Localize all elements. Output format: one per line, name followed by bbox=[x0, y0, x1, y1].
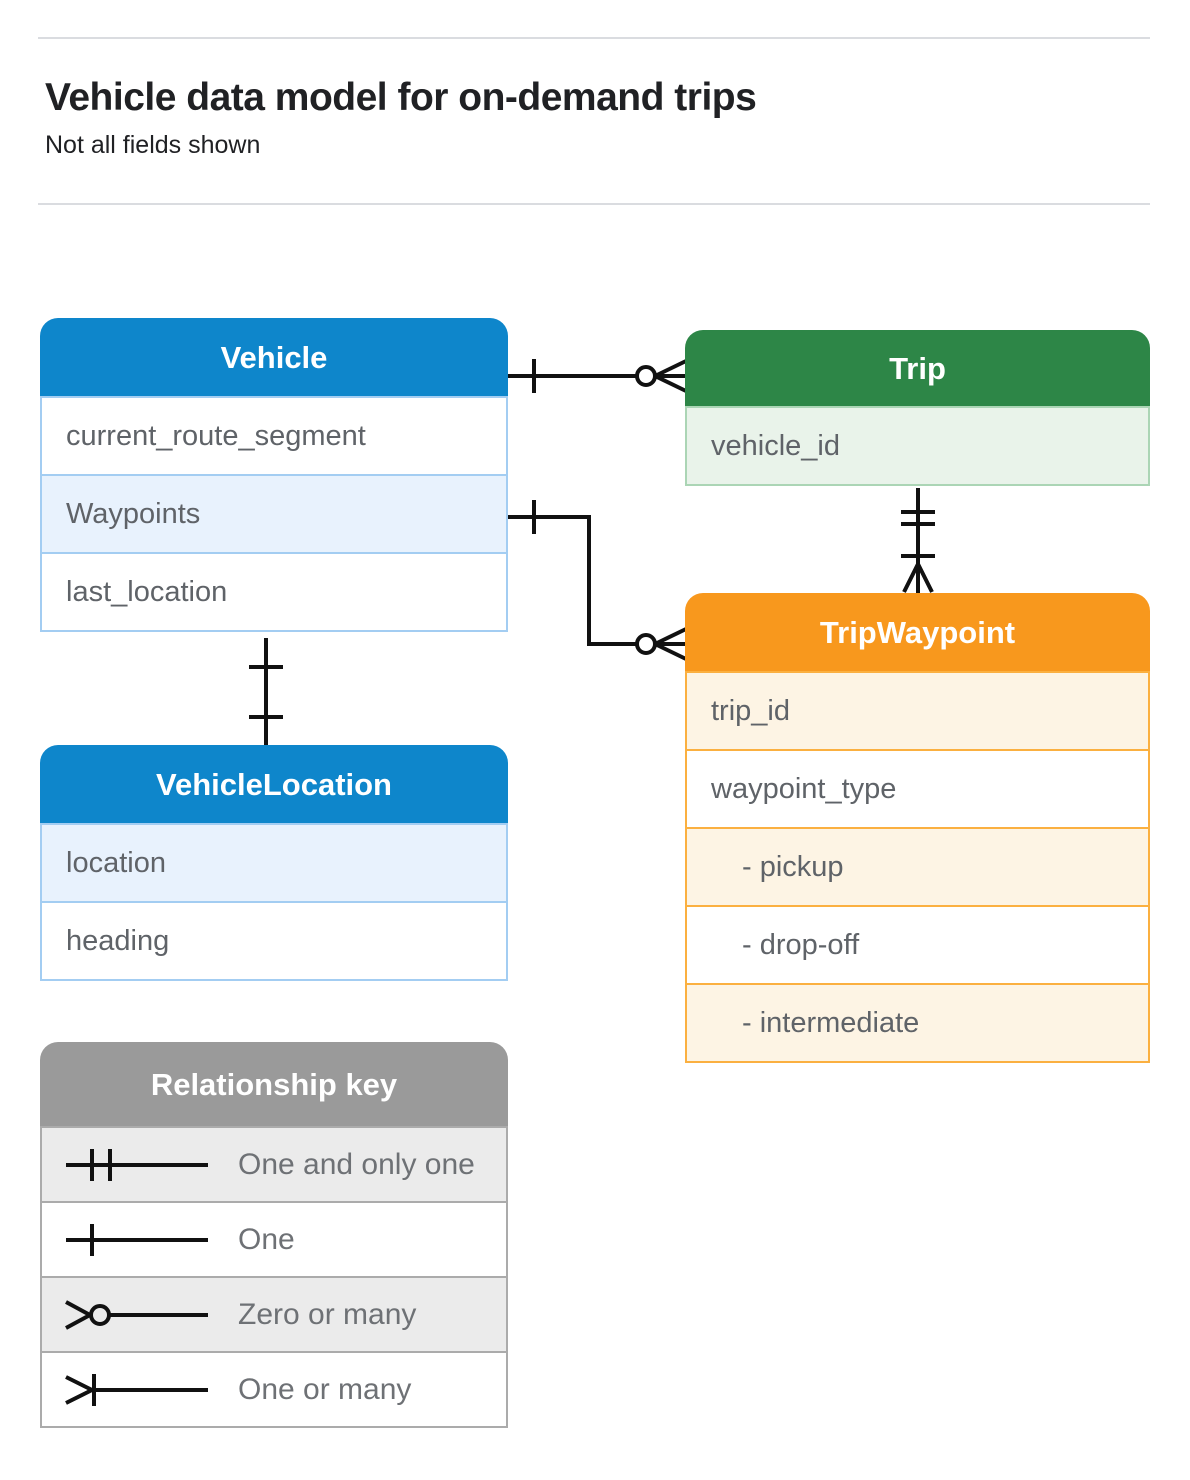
zero-or-many-icon bbox=[65, 1299, 208, 1330]
field-drop-off: - drop-off bbox=[685, 905, 1150, 985]
field-pickup: - pickup bbox=[685, 827, 1150, 907]
relationship-key: Relationship key One and only one One Ze… bbox=[40, 1042, 508, 1428]
second-divider bbox=[38, 203, 1150, 205]
entity-vehiclelocation: VehicleLocation location heading bbox=[40, 745, 508, 981]
page-subtitle: Not all fields shown bbox=[45, 131, 261, 159]
field-intermediate: - intermediate bbox=[685, 983, 1150, 1063]
connector-waypoints-tripwaypoint bbox=[508, 500, 687, 661]
legend-item-zero-or-many: Zero or many bbox=[40, 1276, 508, 1353]
field-waypoint-type: waypoint_type bbox=[685, 749, 1150, 829]
entity-trip: Trip vehicle_id bbox=[685, 330, 1150, 486]
connector-vehicle-vehiclelocation bbox=[249, 638, 283, 745]
entity-vehicle-title: Vehicle bbox=[40, 318, 508, 398]
legend-label: One or many bbox=[238, 1372, 412, 1406]
field-waypoints: Waypoints bbox=[40, 474, 508, 554]
entity-trip-title: Trip bbox=[685, 330, 1150, 408]
page-title: Vehicle data model for on-demand trips bbox=[45, 76, 757, 119]
field-trip-id: trip_id bbox=[685, 671, 1150, 751]
top-divider bbox=[38, 37, 1150, 39]
legend-item-one-and-only-one: One and only one bbox=[40, 1126, 508, 1203]
legend-label: One and only one bbox=[238, 1147, 475, 1181]
one-or-many-icon bbox=[65, 1373, 208, 1406]
connector-vehicle-trip bbox=[508, 359, 687, 393]
entity-vehiclelocation-title: VehicleLocation bbox=[40, 745, 508, 825]
one-icon bbox=[66, 1223, 208, 1256]
legend-label: Zero or many bbox=[238, 1297, 417, 1331]
field-vehicle-id: vehicle_id bbox=[685, 406, 1150, 486]
field-current-route-segment: current_route_segment bbox=[40, 396, 508, 476]
legend-item-one: One bbox=[40, 1201, 508, 1278]
legend-label: One bbox=[238, 1222, 295, 1256]
connector-trip-tripwaypoint bbox=[901, 488, 935, 593]
entity-vehicle: Vehicle current_route_segment Waypoints … bbox=[40, 318, 508, 632]
field-heading: heading bbox=[40, 901, 508, 981]
relationship-key-title: Relationship key bbox=[40, 1042, 508, 1128]
one-and-only-one-icon bbox=[66, 1148, 208, 1181]
entity-tripwaypoint-title: TripWaypoint bbox=[685, 593, 1150, 673]
legend-item-one-or-many: One or many bbox=[40, 1351, 508, 1428]
field-last-location: last_location bbox=[40, 552, 508, 632]
entity-tripwaypoint: TripWaypoint trip_id waypoint_type - pic… bbox=[685, 593, 1150, 1063]
field-location: location bbox=[40, 823, 508, 903]
